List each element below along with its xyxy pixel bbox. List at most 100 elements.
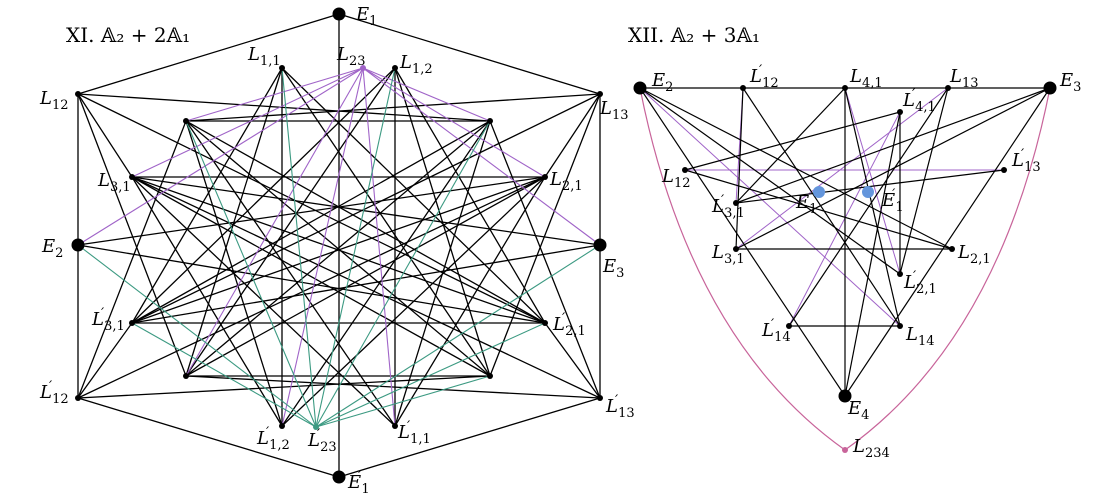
vertex-label: L14 (905, 324, 935, 349)
node (129, 320, 135, 326)
label-prime: ′ (49, 379, 53, 395)
curve (639, 87, 846, 451)
edge (362, 67, 601, 246)
label-subscript: 2,1 (970, 252, 991, 267)
node (597, 395, 603, 401)
node (392, 423, 398, 429)
node (633, 81, 647, 95)
edge (185, 375, 601, 399)
label-letter: L (711, 242, 724, 263)
edge (131, 176, 601, 399)
vertex-label: L′13 (1011, 147, 1041, 175)
label-subscript: 14 (918, 334, 935, 349)
edge (544, 322, 601, 399)
vertex-label: L4,1 (849, 66, 883, 91)
label-subscript: 1 (809, 202, 817, 217)
vertex-label: E2 (41, 236, 63, 261)
label-subscript: 2,1 (565, 324, 586, 339)
vertex-label: E3 (1059, 70, 1081, 95)
label-letter: E (795, 192, 809, 213)
edge (684, 169, 953, 250)
edge (77, 120, 187, 399)
node (740, 85, 746, 91)
edge (131, 176, 283, 427)
vertex-label: L234 (852, 436, 890, 461)
node (945, 85, 951, 91)
edge (394, 176, 546, 427)
label-subscript: 3,1 (724, 206, 745, 221)
edge (735, 87, 1051, 250)
vertex-label: L′2,1 (903, 269, 937, 297)
node (332, 470, 346, 484)
edge (844, 111, 901, 397)
diagram-edges (77, 13, 601, 478)
node (813, 186, 825, 198)
label-subscript: 12 (762, 76, 779, 91)
label-prime: ′ (266, 425, 270, 441)
label-letter: L (97, 170, 110, 191)
edge (131, 120, 491, 324)
vertex-label: E′1 (881, 187, 904, 215)
label-letter: L (761, 320, 774, 341)
diagram-title: XI. 𝔸₂ + 2𝔸₁ (66, 23, 190, 47)
vertex-label: L′23 (307, 427, 337, 455)
vertex-label: L′12 (749, 63, 779, 91)
node (332, 7, 346, 21)
edge (131, 176, 491, 377)
vertex-label: E4 (847, 398, 869, 423)
edge (131, 67, 364, 178)
label-subscript: 3 (1073, 80, 1081, 95)
node (71, 238, 85, 252)
vertex-label: E′1 (347, 469, 370, 497)
vertex-label: L′14 (761, 317, 791, 345)
vertex-label: L13 (949, 66, 979, 91)
label-prime: ′ (892, 187, 896, 203)
label-letter: L (256, 428, 269, 449)
vertex-label: E3 (602, 256, 624, 281)
label-prime: ′ (771, 317, 775, 333)
diagram-nodes (71, 7, 607, 484)
node (392, 65, 398, 71)
edge (77, 375, 491, 399)
label-subscript: 12 (52, 98, 69, 113)
label-subscript: 1,1 (260, 54, 281, 69)
label-letter: L (397, 422, 410, 443)
edge (77, 67, 364, 246)
edge (77, 322, 133, 399)
edge (281, 67, 364, 427)
label-subscript: 2 (55, 246, 63, 261)
edge (185, 93, 601, 122)
node (75, 91, 81, 97)
vertex-label: L12 (39, 88, 69, 113)
label-subscript: 234 (865, 446, 890, 461)
label-letter: L (957, 242, 970, 263)
edge (315, 120, 491, 428)
label-prime: ′ (317, 427, 321, 443)
label-letter: L (605, 396, 618, 417)
edge (77, 93, 187, 377)
node (487, 118, 493, 124)
edge (489, 120, 601, 399)
node (593, 238, 607, 252)
edge (735, 87, 846, 204)
edge (185, 67, 364, 122)
node (1043, 81, 1057, 95)
edge (131, 244, 601, 324)
edge (639, 87, 901, 327)
edge (77, 397, 340, 478)
label-letter: L (849, 66, 862, 87)
node (897, 109, 903, 115)
vertex-label: L1,2 (399, 52, 433, 77)
label-letter: L (711, 196, 724, 217)
label-letter: L (91, 309, 104, 330)
edge (131, 176, 396, 427)
label-letter: L (247, 44, 260, 65)
label-letter: E (355, 4, 369, 25)
label-subscript: 3,1 (724, 252, 745, 267)
edge (77, 13, 340, 95)
node (862, 186, 874, 198)
edge (131, 67, 283, 324)
